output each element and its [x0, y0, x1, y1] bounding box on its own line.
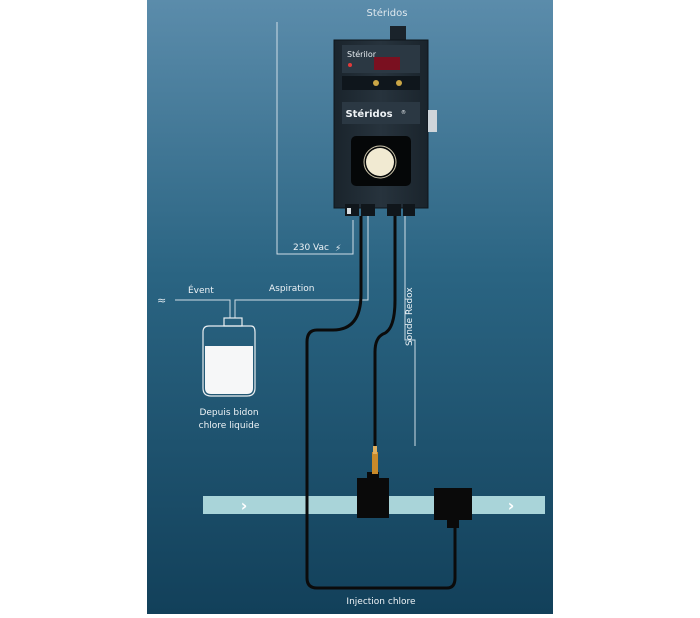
redox-probe-tip	[373, 446, 377, 454]
probe-cable	[373, 216, 397, 478]
injection-tee-fitting	[434, 488, 472, 520]
probe-tee-neck	[367, 472, 379, 482]
vent-line	[175, 299, 231, 318]
vent-label: Évent	[188, 284, 214, 296]
power-label: 230 Vac	[293, 243, 329, 253]
injection-label: Injection chlore	[346, 597, 416, 607]
cable-gland	[347, 208, 351, 214]
pump-brand: Stéridos	[345, 108, 392, 120]
diagram-scene: Stéridos › › Stérilor Stérid	[147, 0, 553, 614]
pump-brand-mark: ®	[401, 109, 406, 116]
chlorine-container	[202, 317, 256, 397]
pump-knob-right	[396, 80, 402, 86]
pump-display	[374, 57, 400, 70]
injection-tee-neck	[447, 516, 459, 528]
probe-line	[404, 212, 416, 446]
probe-tee-fitting	[357, 478, 389, 518]
aspiration-line	[234, 212, 369, 318]
probe-label: Sonde Redox	[405, 287, 415, 346]
injection-tube	[305, 216, 457, 590]
pump-top-connector	[390, 26, 406, 40]
flow-arrow-right: ›	[508, 496, 515, 515]
pump-side-switch	[428, 110, 437, 132]
injection-tubes	[305, 216, 457, 590]
pump-fitting-4	[403, 204, 415, 216]
steridos-pump: Stérilor Stéridos ®	[333, 26, 437, 216]
pump-top-label: Stérilor	[347, 49, 377, 59]
diagram-title: Stéridos	[367, 7, 408, 19]
wiring-lines	[175, 22, 416, 446]
flow-arrow-left: ›	[241, 496, 248, 515]
rotor-ring	[363, 145, 397, 179]
aspiration-label: Aspiration	[269, 284, 315, 294]
pump-fitting-2	[361, 204, 375, 216]
vent-symbol: ≈	[157, 294, 166, 307]
pump-fitting-3	[387, 204, 401, 216]
container-label-line2: chlore liquide	[199, 421, 260, 431]
installation-diagram: Stéridos › › Stérilor Stérid	[147, 0, 553, 614]
power-led	[348, 63, 352, 67]
peristaltic-rotor	[366, 148, 394, 176]
pump-brand-panel	[342, 102, 420, 124]
power-symbol: ⚡	[335, 244, 341, 254]
redox-probe	[372, 452, 378, 474]
pump-knob-left	[373, 80, 379, 86]
container-label-line1: Depuis bidon	[199, 408, 258, 418]
power-line	[276, 22, 354, 255]
pump-control-strip	[342, 76, 420, 90]
